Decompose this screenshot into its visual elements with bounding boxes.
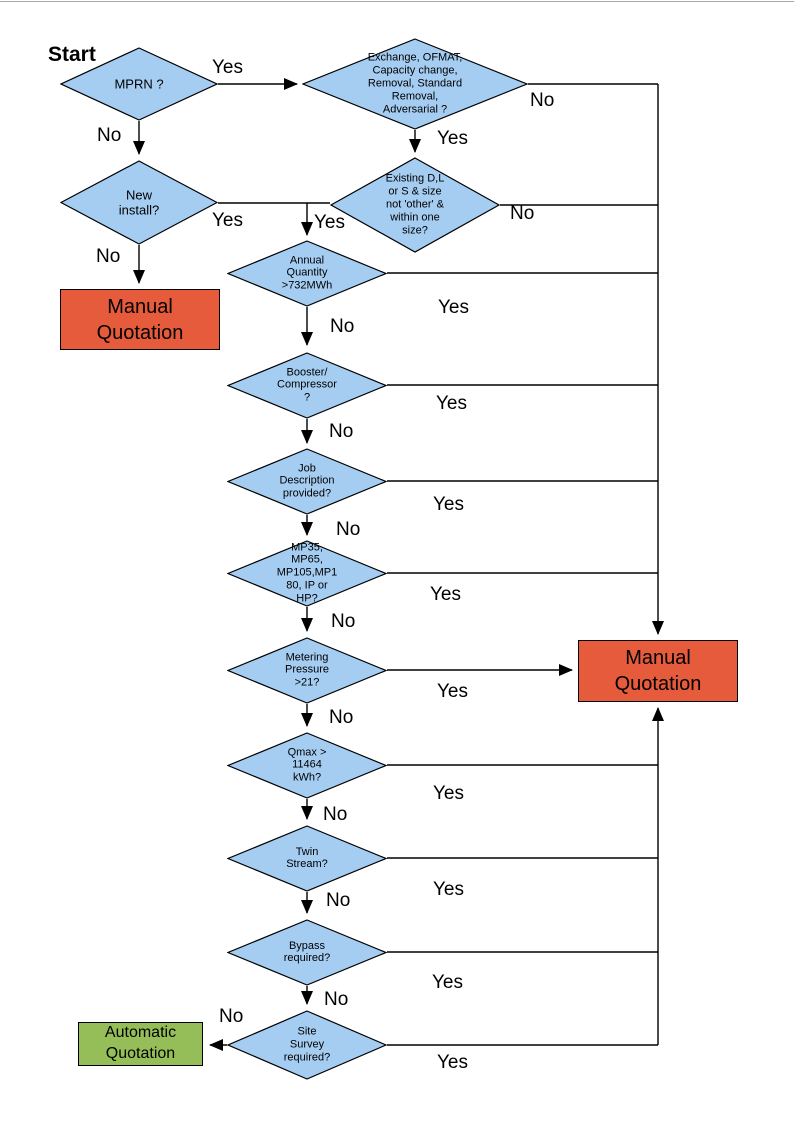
new-install-decision: New install? — [60, 160, 218, 245]
diamond-shape — [330, 157, 500, 253]
node-label: Metering Pressure >21? — [284, 651, 330, 689]
qmax-decision: Qmax > 11464 kWh? — [227, 732, 387, 799]
start-label: Start — [48, 43, 96, 66]
job-description-decision: Job Description provided? — [227, 448, 387, 515]
diamond-shape — [227, 919, 387, 986]
node-label: Site Survey required? — [283, 1025, 331, 1064]
edge-label-qmax-yes: Yes — [433, 783, 464, 804]
edge-label-bypass-no: No — [324, 989, 349, 1010]
node-label: New install? — [118, 187, 160, 218]
edge-label-existing-yes: Yes — [314, 212, 345, 233]
mprn-decision: MPRN ? — [60, 47, 218, 121]
edge-label-twin-no: No — [326, 890, 351, 911]
edge-label-mprn-no: No — [97, 125, 122, 146]
twin-stream-decision: Twin Stream? — [227, 825, 387, 892]
node-label: Automatic Quotation — [104, 1024, 177, 1062]
node-label: Booster/ Compressor ? — [277, 366, 337, 404]
metering-pressure-decision: Metering Pressure >21? — [227, 637, 387, 704]
edge-label-pressure-tier-no: No — [331, 611, 356, 632]
existing-size-decision: Existing D,L or S & size not 'other' & w… — [330, 157, 500, 253]
edge-label-site-survey-yes: Yes — [437, 1052, 468, 1073]
node-label: Job Description provided? — [279, 462, 335, 500]
edge-label-metering-no: No — [329, 707, 354, 728]
node-label: Annual Quantity >732MWh — [281, 254, 333, 292]
edge-label-exchange-no: No — [530, 90, 555, 111]
edge-label-existing-no: No — [510, 203, 535, 224]
annual-quantity-decision: Annual Quantity >732MWh — [227, 240, 387, 307]
booster-compressor-decision: Booster/ Compressor ? — [227, 352, 387, 419]
edge-label-job-yes: Yes — [433, 494, 464, 515]
diamond-shape — [227, 448, 387, 515]
edge-label-qmax-no: No — [323, 804, 348, 825]
edge-label-booster-no: No — [329, 421, 354, 442]
edge-label-booster-yes: Yes — [436, 393, 467, 414]
edge-label-annual-yes: Yes — [438, 297, 469, 318]
node-label: Bypass required? — [283, 939, 331, 965]
edge-label-pressure-tier-yes: Yes — [430, 584, 461, 605]
node-label: MP35, MP65, MP105,MP1 80, IP or HP? — [276, 541, 338, 605]
node-label: MPRN ? — [114, 76, 164, 92]
node-label: Qmax > 11464 kWh? — [287, 746, 327, 784]
manual-quotation-left-box: Manual Quotation — [60, 289, 220, 350]
edge-label-metering-yes: Yes — [437, 681, 468, 702]
edge-label-new-install-no: No — [96, 246, 121, 267]
diamond-shape — [227, 1010, 387, 1080]
node-label: Manual Quotation — [614, 647, 702, 695]
edge-label-site-survey-no: No — [219, 1006, 244, 1027]
edge-label-mprn-yes: Yes — [212, 57, 243, 78]
node-label: Existing D,L or S & size not 'other' & w… — [385, 172, 445, 237]
bypass-decision: Bypass required? — [227, 919, 387, 986]
edge-label-new-install-yes: Yes — [212, 210, 243, 231]
automatic-quotation-box: Automatic Quotation — [78, 1022, 203, 1066]
node-label: Twin Stream? — [286, 845, 328, 871]
diamond-shape — [60, 160, 218, 245]
edge-label-annual-no: No — [330, 316, 355, 337]
page-edge-line — [0, 1, 794, 2]
edge-label-exchange-yes: Yes — [437, 128, 468, 149]
diamond-shape — [227, 732, 387, 799]
diamond-shape — [60, 47, 218, 121]
node-label: Exchange, OFMAT, Capacity change, Remova… — [367, 51, 463, 116]
site-survey-decision: Site Survey required? — [227, 1010, 387, 1080]
diamond-shape — [227, 825, 387, 892]
diamond-shape — [227, 352, 387, 419]
exchange-ofmat-decision: Exchange, OFMAT, Capacity change, Remova… — [302, 38, 528, 130]
edge-label-twin-yes: Yes — [433, 879, 464, 900]
edge-label-job-no: No — [336, 519, 361, 540]
manual-quotation-right-box: Manual Quotation — [578, 640, 738, 702]
diamond-shape — [302, 38, 528, 130]
diamond-shape — [227, 240, 387, 307]
node-label: Manual Quotation — [96, 295, 184, 344]
diamond-shape — [227, 540, 387, 607]
pressure-tier-decision: MP35, MP65, MP105,MP1 80, IP or HP? — [227, 540, 387, 607]
diamond-shape — [227, 637, 387, 704]
edge-label-bypass-yes: Yes — [432, 972, 463, 993]
